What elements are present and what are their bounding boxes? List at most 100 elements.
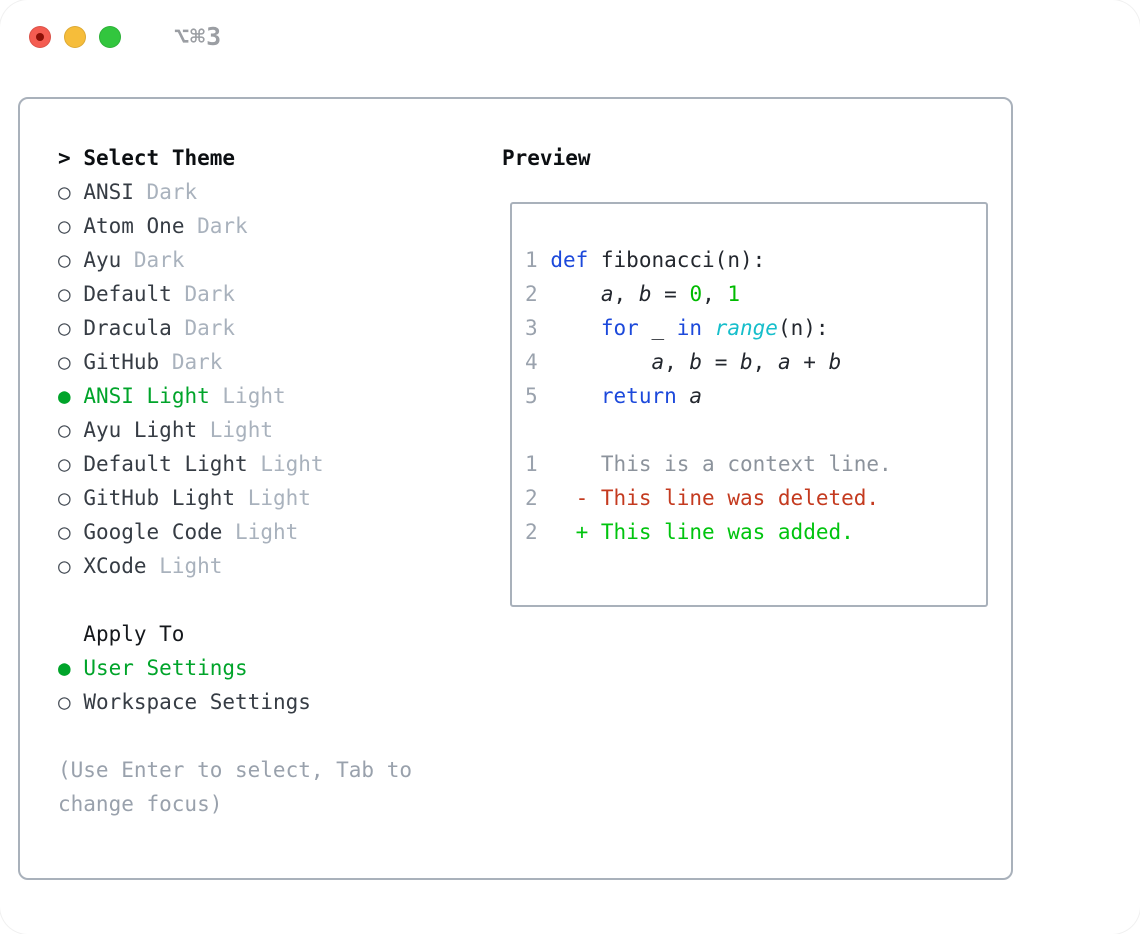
theme-label: Ayu Light [83, 418, 198, 442]
theme-option-default-light[interactable]: ○ Default Light Light [58, 447, 488, 481]
radio-selected-icon: ● [58, 384, 71, 408]
diff-sign: - [575, 486, 589, 510]
code-line: 2 a, b = 0, 1 [525, 277, 986, 311]
theme-label: XCode [83, 554, 147, 578]
apply-option-workspace-settings[interactable]: ○ Workspace Settings [58, 685, 488, 719]
diff-line-deleted: 2 - This line was deleted. [525, 481, 986, 515]
code-token: range [714, 316, 778, 340]
code-token: , [752, 350, 778, 374]
code-token: , [702, 282, 728, 306]
code-token: in [676, 316, 703, 340]
radio-unselected-icon: ○ [58, 282, 71, 306]
code-token: b [689, 350, 703, 374]
select-theme-heading: > Select Theme [58, 141, 488, 175]
apply-to-list: ● User Settings○ Workspace Settings [58, 651, 488, 719]
theme-option-atom-one[interactable]: ○ Atom One Dark [58, 209, 488, 243]
code-token: 1 [727, 282, 741, 306]
theme-label: GitHub [83, 350, 160, 374]
zoom-button[interactable] [99, 26, 121, 48]
select-theme-heading-label: Select Theme [83, 146, 236, 170]
code-token: , [664, 350, 690, 374]
code-token: def [550, 248, 589, 272]
code-token [677, 384, 690, 408]
theme-variant-tag: Light [209, 418, 273, 442]
theme-label: Default [83, 282, 172, 306]
diff-line-added: 2 + This line was added. [525, 515, 986, 549]
line-number: 1 [525, 248, 538, 272]
diff-line-context: 1 This is a context line. [525, 447, 986, 481]
radio-unselected-icon: ○ [58, 180, 71, 204]
theme-variant-tag: Light [159, 554, 223, 578]
divider [58, 583, 488, 617]
diff-text: This is a context line. [600, 452, 892, 476]
apply-option-label: Workspace Settings [83, 690, 311, 714]
apply-option-label: User Settings [83, 656, 248, 680]
theme-option-default[interactable]: ○ Default Dark [58, 277, 488, 311]
window-title: ⌥⌘3 [174, 22, 223, 51]
keyboard-hint: (Use Enter to select, Tab to change focu… [58, 758, 413, 816]
code-token: a [777, 350, 791, 374]
code-line: 5 return a [525, 379, 986, 413]
code-token: a [689, 384, 703, 408]
radio-unselected-icon: ○ [58, 486, 71, 510]
minimize-button[interactable] [64, 26, 86, 48]
theme-label: GitHub Light [83, 486, 236, 510]
code-token: 0 [689, 282, 703, 306]
theme-label: Dracula [83, 316, 172, 340]
code-token: + [790, 350, 829, 374]
preview-heading: Preview [502, 146, 591, 170]
line-number: 2 [525, 520, 538, 544]
theme-variant-tag: Dark [171, 350, 223, 374]
code-line: 3 for _ in range(n): [525, 311, 986, 345]
theme-picker-panel: > Select Theme ○ ANSI Dark○ Atom One Dar… [18, 97, 1013, 880]
theme-label: Google Code [83, 520, 223, 544]
theme-label: Atom One [83, 214, 185, 238]
diff-text: This line was added. [600, 520, 854, 544]
radio-unselected-icon: ○ [58, 316, 71, 340]
code-token: a [600, 282, 614, 306]
theme-option-google-code[interactable]: ○ Google Code Light [58, 515, 488, 549]
theme-option-ansi[interactable]: ○ ANSI Dark [58, 175, 488, 209]
theme-option-dracula[interactable]: ○ Dracula Dark [58, 311, 488, 345]
theme-option-ansi-light[interactable]: ● ANSI Light Light [58, 379, 488, 413]
radio-selected-icon: ● [58, 656, 71, 680]
code-line: 4 a, b = b, a + b [525, 345, 986, 379]
diff-sign: + [575, 520, 589, 544]
line-number: 5 [525, 384, 538, 408]
theme-option-github[interactable]: ○ GitHub Dark [58, 345, 488, 379]
radio-unselected-icon: ○ [58, 520, 71, 544]
code-token [550, 350, 651, 374]
theme-variant-tag: Dark [184, 282, 236, 306]
code-token [702, 316, 715, 340]
theme-selector: > Select Theme ○ ANSI Dark○ Atom One Dar… [58, 141, 488, 821]
diff-preview: 1 This is a context line.2 - This line w… [525, 447, 986, 549]
theme-variant-tag: Light [260, 452, 324, 476]
diff-text: This line was deleted. [600, 486, 880, 510]
theme-variant-tag: Dark [184, 316, 236, 340]
line-number: 4 [525, 350, 538, 374]
code-token: _ [638, 316, 677, 340]
line-number: 2 [525, 282, 538, 306]
apply-option-user-settings[interactable]: ● User Settings [58, 651, 488, 685]
code-token: for [600, 316, 639, 340]
radio-unselected-icon: ○ [58, 350, 71, 374]
theme-option-ayu-light[interactable]: ○ Ayu Light Light [58, 413, 488, 447]
code-token: b [638, 282, 652, 306]
theme-label: Ayu [83, 248, 122, 272]
code-token: return [600, 384, 677, 408]
selection-cursor-icon: > [58, 146, 71, 170]
code-token: a [651, 350, 665, 374]
line-number: 2 [525, 486, 538, 510]
code-token: b [828, 350, 842, 374]
theme-label: ANSI [83, 180, 134, 204]
radio-unselected-icon: ○ [58, 214, 71, 238]
theme-option-xcode[interactable]: ○ XCode Light [58, 549, 488, 583]
theme-option-github-light[interactable]: ○ GitHub Light Light [58, 481, 488, 515]
theme-option-ayu[interactable]: ○ Ayu Dark [58, 243, 488, 277]
code-line: 1 def fibonacci(n): [525, 243, 986, 277]
close-button[interactable] [29, 26, 51, 48]
line-number: 1 [525, 452, 538, 476]
divider [58, 719, 488, 753]
